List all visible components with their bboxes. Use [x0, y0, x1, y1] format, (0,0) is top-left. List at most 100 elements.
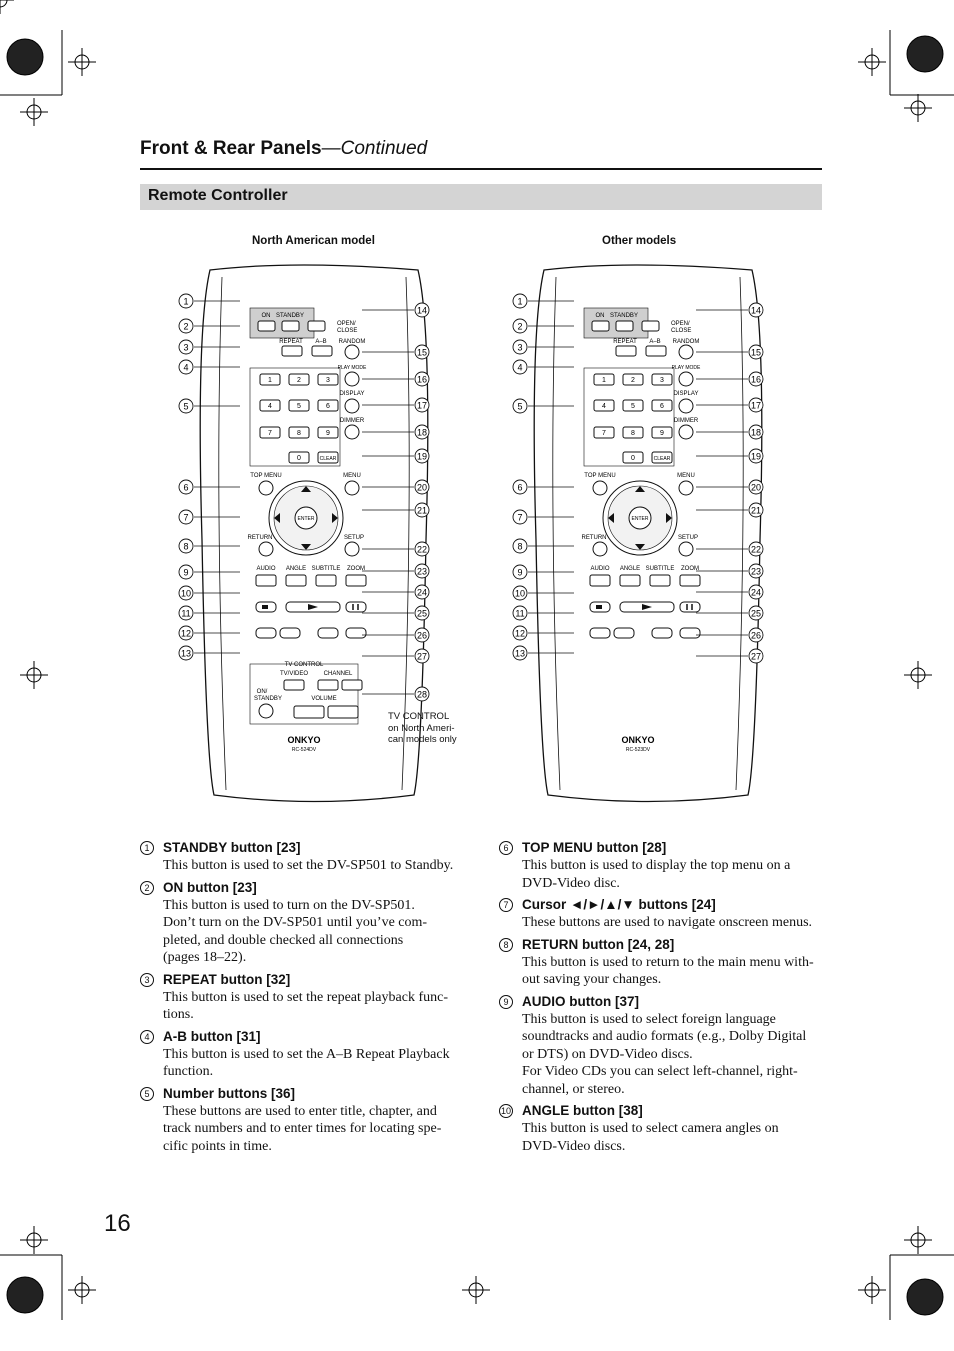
entry-body-line: function. — [163, 1064, 214, 1079]
callout-number: 22 — [751, 545, 761, 555]
callout-circle — [512, 318, 528, 334]
remote-label: TV CONTROL — [285, 662, 324, 668]
random-button — [344, 344, 360, 360]
remote-label: CLEAR — [654, 456, 671, 462]
entry-body-line: out saving your changes. — [522, 972, 662, 987]
remote-label: TV/VIDEO — [280, 671, 308, 677]
remote-label: 6 — [660, 403, 664, 410]
callout-number: 20 — [417, 483, 427, 493]
entry-body-line: track numbers and to enter times for loc… — [163, 1121, 442, 1136]
volume-up-button — [327, 705, 359, 719]
callout-circle — [414, 479, 430, 495]
callout-circle — [512, 538, 528, 554]
remote-label: CLEAR — [320, 456, 337, 462]
entry-title: A-B button [31] — [163, 1028, 261, 1044]
callout-circle — [178, 509, 194, 525]
entry-body-line: This button is used to display the top m… — [522, 858, 791, 873]
callout-circle — [748, 627, 764, 643]
entry-body: This button is used to select camera ang… — [499, 1120, 829, 1155]
callout-number: 3 — [517, 343, 522, 353]
ab-button — [645, 345, 667, 357]
remote-label: ON — [262, 313, 271, 319]
model-label-left: North American model — [252, 235, 375, 247]
remote-label: RC-524DV — [292, 747, 317, 753]
remote-label: 1 — [268, 377, 272, 384]
remote-label: 0 — [631, 455, 635, 462]
menu-button — [678, 480, 694, 496]
number-button — [317, 426, 339, 439]
remote-label: PLAY MODE — [672, 365, 701, 371]
number-button — [593, 373, 615, 386]
remote-label: CLOSE — [337, 328, 357, 334]
setup-button — [678, 541, 694, 557]
rewind-button — [589, 627, 611, 639]
stop-icon — [596, 605, 602, 609]
remote-edge — [401, 276, 410, 791]
fast-forward-button — [279, 627, 301, 639]
number-pad — [249, 367, 341, 467]
callout-circle — [414, 371, 430, 387]
zoom-button — [679, 574, 701, 587]
repeat-button — [281, 345, 303, 357]
callout-circle — [414, 448, 430, 464]
entry-number: 10 — [499, 1104, 513, 1118]
callout-circle — [414, 605, 430, 621]
repeat-button — [615, 345, 637, 357]
callout-circle — [748, 502, 764, 518]
remote-label: REPEAT — [613, 339, 637, 345]
callout-circle — [414, 397, 430, 413]
number-button — [317, 373, 339, 386]
number-button — [651, 373, 673, 386]
remote-label: REPEAT — [279, 339, 303, 345]
entry-body: This button is used to select foreign la… — [499, 1011, 829, 1099]
remote-label: RETURN — [248, 535, 273, 541]
open-close-button — [307, 320, 326, 332]
callout-number: 6 — [183, 483, 188, 493]
open-close-button — [641, 320, 660, 332]
callout-circle — [748, 371, 764, 387]
callout-circle — [748, 302, 764, 318]
callout-circle — [178, 585, 194, 601]
remote-label: 3 — [326, 377, 330, 384]
callout-circle — [512, 293, 528, 309]
entry-number: 4 — [140, 1029, 154, 1044]
callout-number: 15 — [417, 348, 427, 358]
dimmer-button — [344, 424, 360, 440]
top-menu-button — [592, 480, 608, 496]
entry-body: These buttons are used to enter title, c… — [140, 1103, 470, 1156]
remote-label: ONKYO — [621, 735, 654, 745]
tv-control-note: TV CONTROL on North Ameri- can models on… — [388, 711, 457, 746]
next-button — [345, 627, 367, 639]
remote-label: ZOOM — [347, 566, 365, 572]
callout-number: 3 — [183, 343, 188, 353]
entry-body-line: This button is used to set the DV-SP501 … — [163, 858, 454, 873]
number-button — [651, 399, 673, 412]
display-button — [678, 398, 694, 414]
callout-number: 20 — [751, 483, 761, 493]
remote-label: ON — [596, 313, 605, 319]
return-button — [592, 541, 608, 557]
number-button — [288, 373, 310, 386]
remote-label: CLOSE — [671, 328, 691, 334]
remote-label: 6 — [326, 403, 330, 410]
entry-body-line: pleted, and double checked all connectio… — [163, 932, 404, 948]
remote-label: DISPLAY — [340, 391, 365, 397]
callout-circle — [414, 302, 430, 318]
header-title: Front & Rear Panels — [140, 138, 322, 159]
entry-body: This button is used to turn on the DV-SP… — [140, 897, 470, 967]
entry-number: 3 — [140, 972, 154, 987]
callout-number: 13 — [515, 649, 525, 659]
remote-label: ONKYO — [287, 735, 320, 745]
callout-number: 22 — [417, 545, 427, 555]
callout-circle — [178, 359, 194, 375]
pause-icon — [686, 604, 693, 610]
callout-number: 12 — [515, 629, 525, 639]
entry-number: 7 — [499, 898, 513, 912]
entry-title: STANDBY button [23] — [163, 840, 301, 855]
callout-number: 24 — [751, 588, 761, 598]
